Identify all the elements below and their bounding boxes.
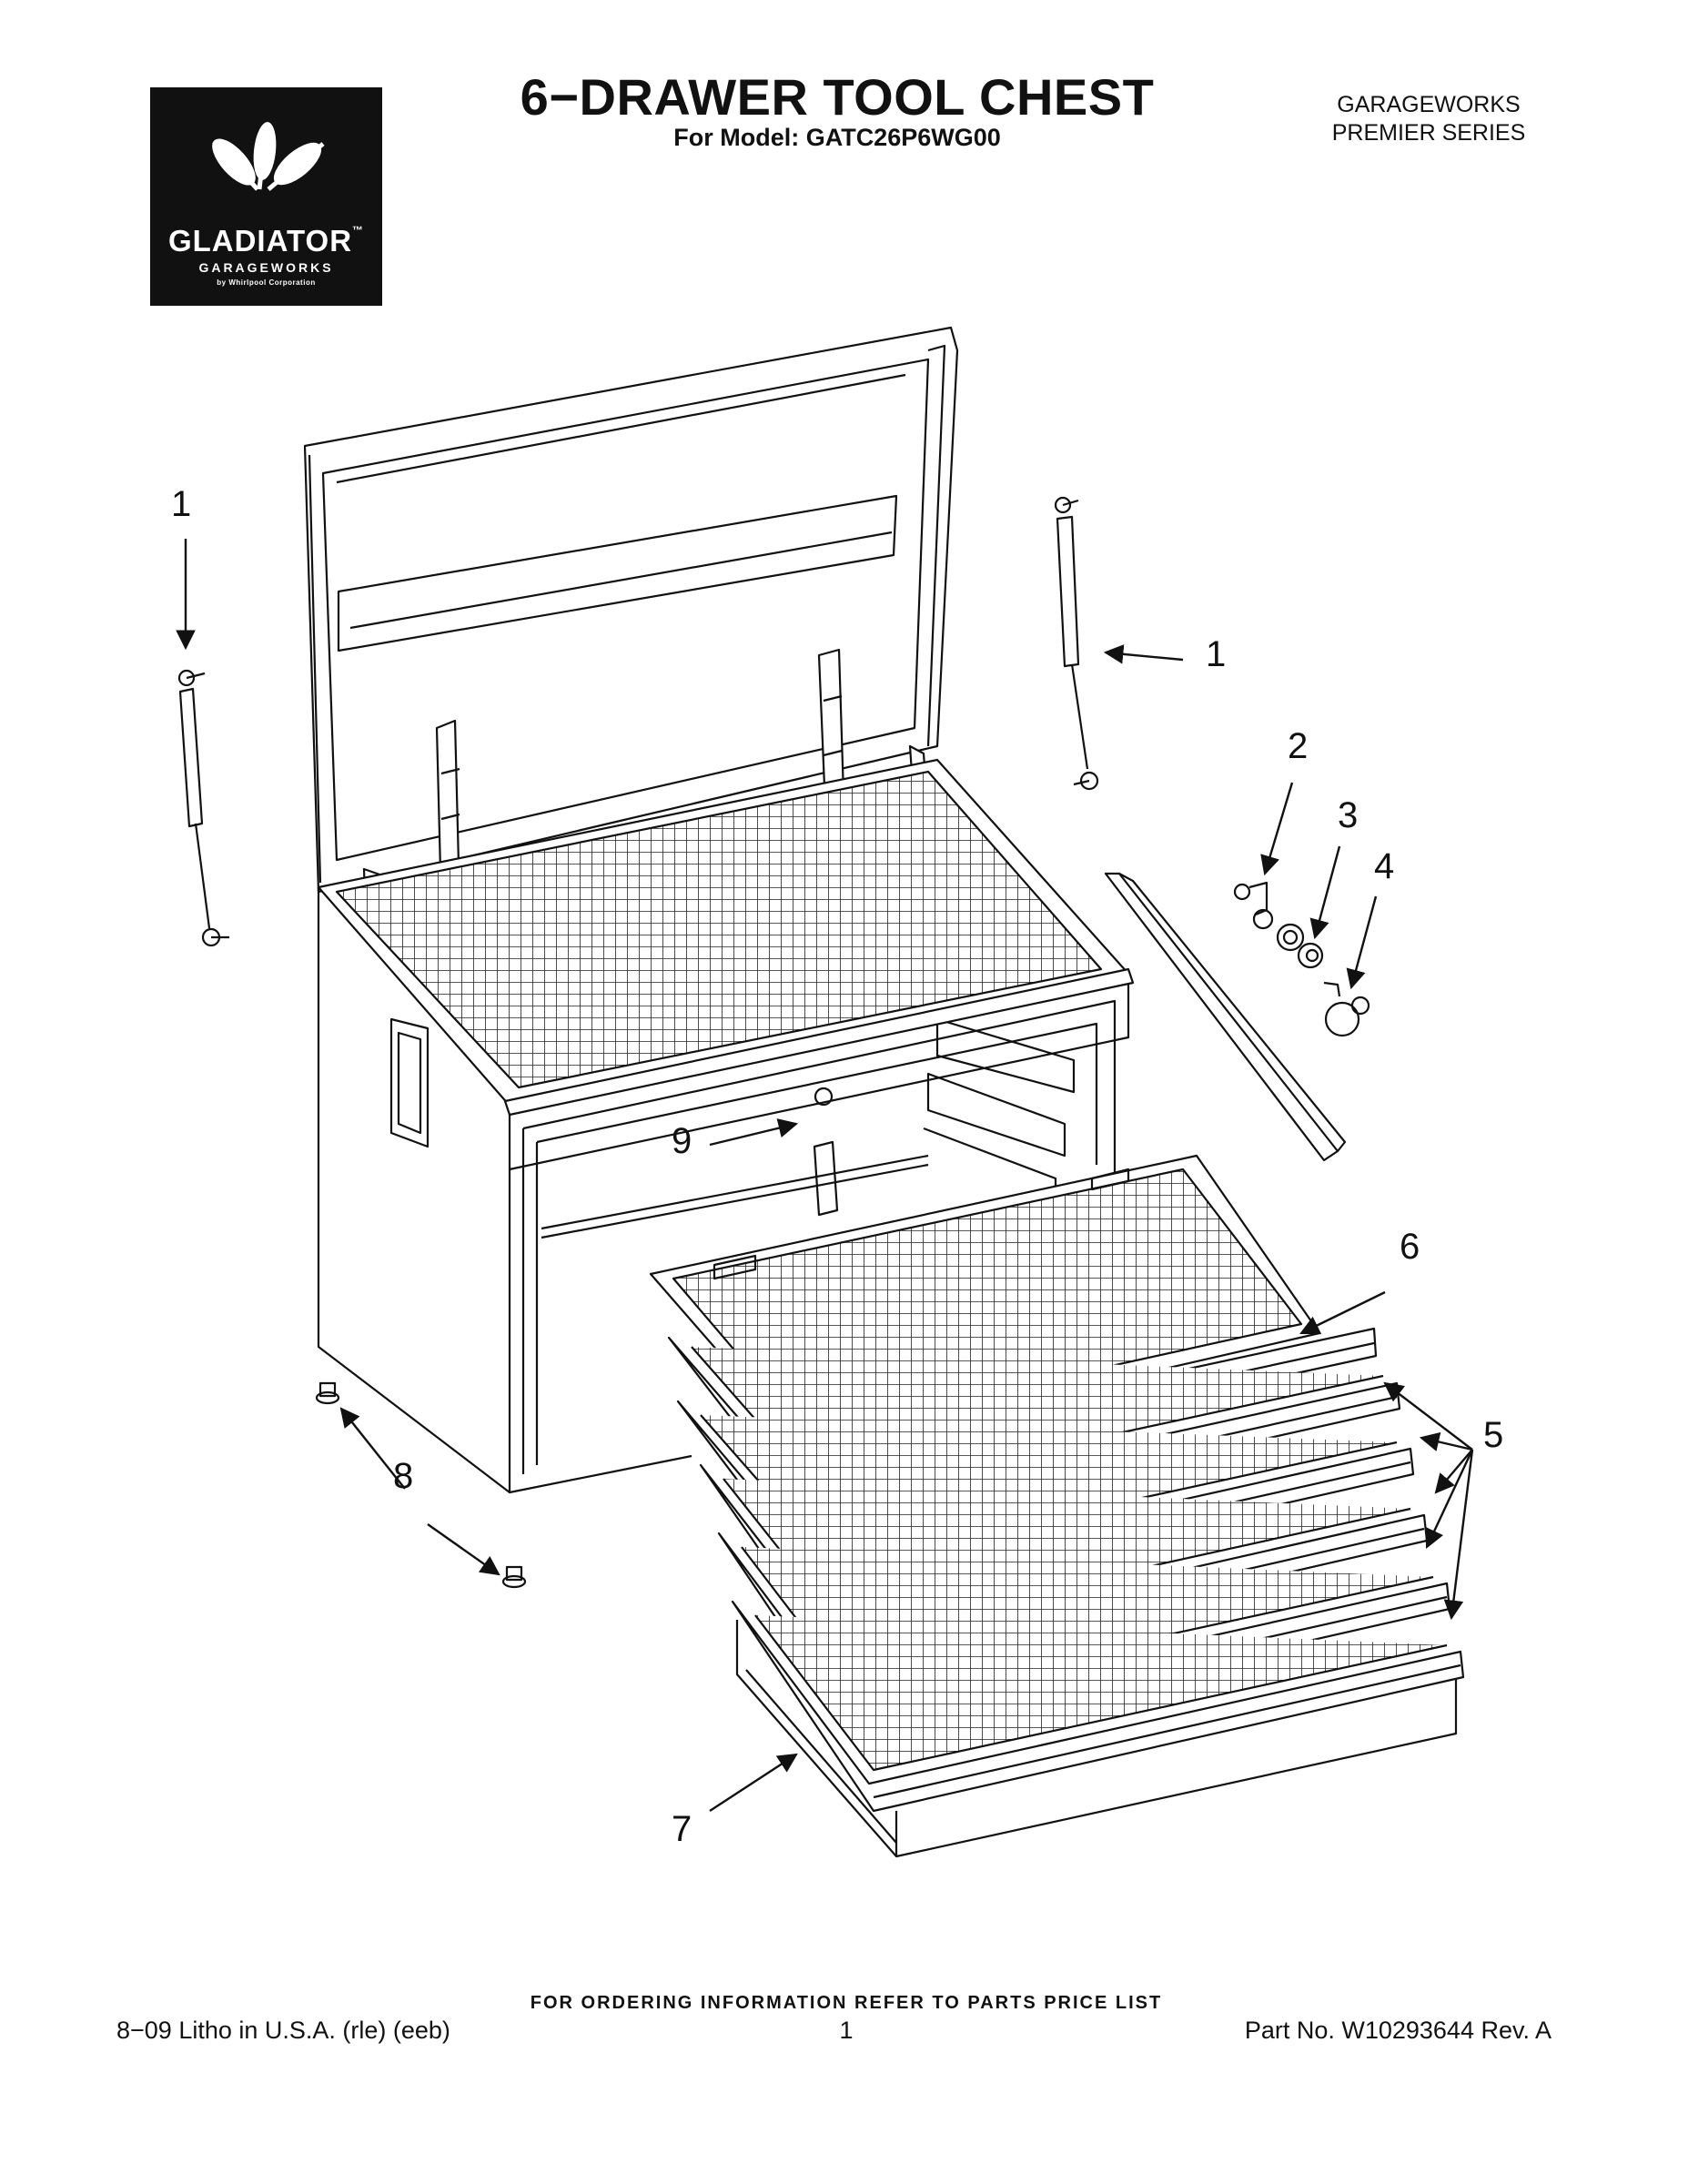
part-number: Part No. W10293644 Rev. A	[1244, 2017, 1552, 2044]
callout-8: 8	[393, 1456, 414, 1496]
callout-4: 4	[1374, 846, 1395, 886]
model-subtitle: For Model: GATC26P6WG00	[673, 124, 1001, 151]
gas-strut-right	[1054, 496, 1099, 791]
page-title: 6−DRAWER TOOL CHEST	[520, 68, 1155, 126]
lock-hardware	[1233, 881, 1370, 1037]
logo-sub-text: GARAGEWORKS	[198, 260, 334, 275]
logo-brand-text: GLADIATOR™	[167, 224, 365, 258]
ordering-note: FOR ORDERING INFORMATION REFER TO PARTS …	[530, 1993, 1163, 2013]
leader-arrows	[176, 539, 1474, 1813]
callout-2: 2	[1288, 726, 1309, 766]
callout-6: 6	[1400, 1227, 1420, 1267]
gladiator-logo: GLADIATOR™ GARAGEWORKS by Whirlpool Corp…	[150, 87, 382, 306]
callout-7: 7	[672, 1809, 692, 1849]
callout-9: 9	[672, 1121, 692, 1161]
logo-by-text: by Whirlpool Corporation	[217, 278, 316, 287]
series-line-1: GARAGEWORKS	[1337, 92, 1521, 117]
series-label: GARAGEWORKS PREMIER SERIES	[1292, 91, 1565, 147]
callout-1-right: 1	[1206, 634, 1227, 674]
chest-lid	[303, 326, 959, 894]
blade-mark-icon	[212, 122, 325, 191]
chest-feet	[315, 1381, 527, 1589]
callout-3: 3	[1338, 795, 1359, 835]
page-number: 1	[839, 2017, 854, 2044]
side-rail-part	[1104, 872, 1347, 1162]
litho-info: 8−09 Litho in U.S.A. (rle) (eeb)	[116, 2017, 450, 2044]
chest-body	[317, 758, 1135, 1494]
series-line-2: PREMIER SERIES	[1331, 120, 1526, 146]
gas-strut-left	[177, 669, 229, 947]
drawer-stack	[649, 1154, 1465, 1858]
callout-1-left: 1	[171, 484, 192, 524]
callout-5: 5	[1483, 1415, 1504, 1455]
